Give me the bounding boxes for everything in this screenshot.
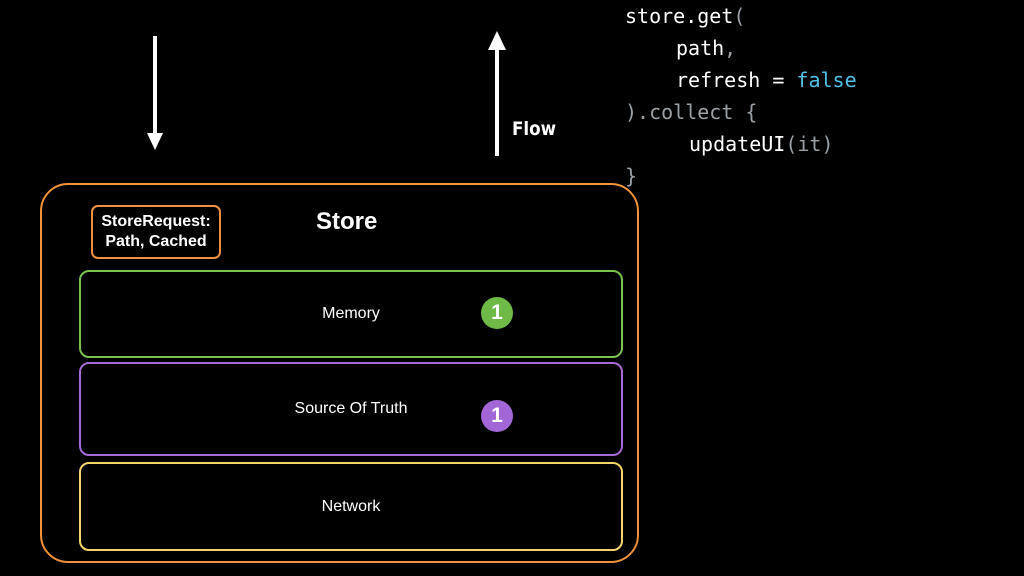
code-line: refresh = false [676,68,857,92]
code-line: store.get( [625,4,746,28]
arrow-down-icon [147,36,163,150]
memory-layer: Memory [79,270,623,358]
code-line: ).collect { [625,100,758,124]
source-of-truth-badge: 1 [481,400,513,432]
store-title: Store [316,208,378,235]
layer-label: Memory [322,305,380,322]
store-request-box: StoreRequest: Path, Cached [91,205,221,259]
memory-badge: 1 [481,297,513,329]
code-line: } [625,164,638,188]
store-request-line: StoreRequest: [101,213,211,230]
arrow-up-icon [488,31,506,156]
source-of-truth-layer: Source Of Truth [79,362,623,456]
layer-label: Network [321,497,381,515]
code-snippet: store.get( path, refresh = false ).colle… [625,0,857,192]
network-layer: Network [79,462,623,551]
layer-label: Source Of Truth [294,400,408,417]
code-line: path, [676,36,737,60]
store-request-line: Path, Cached [105,233,207,250]
flow-label: Flow [512,118,557,140]
store-container [40,183,639,563]
code-line: updateUI(it) [689,132,834,156]
